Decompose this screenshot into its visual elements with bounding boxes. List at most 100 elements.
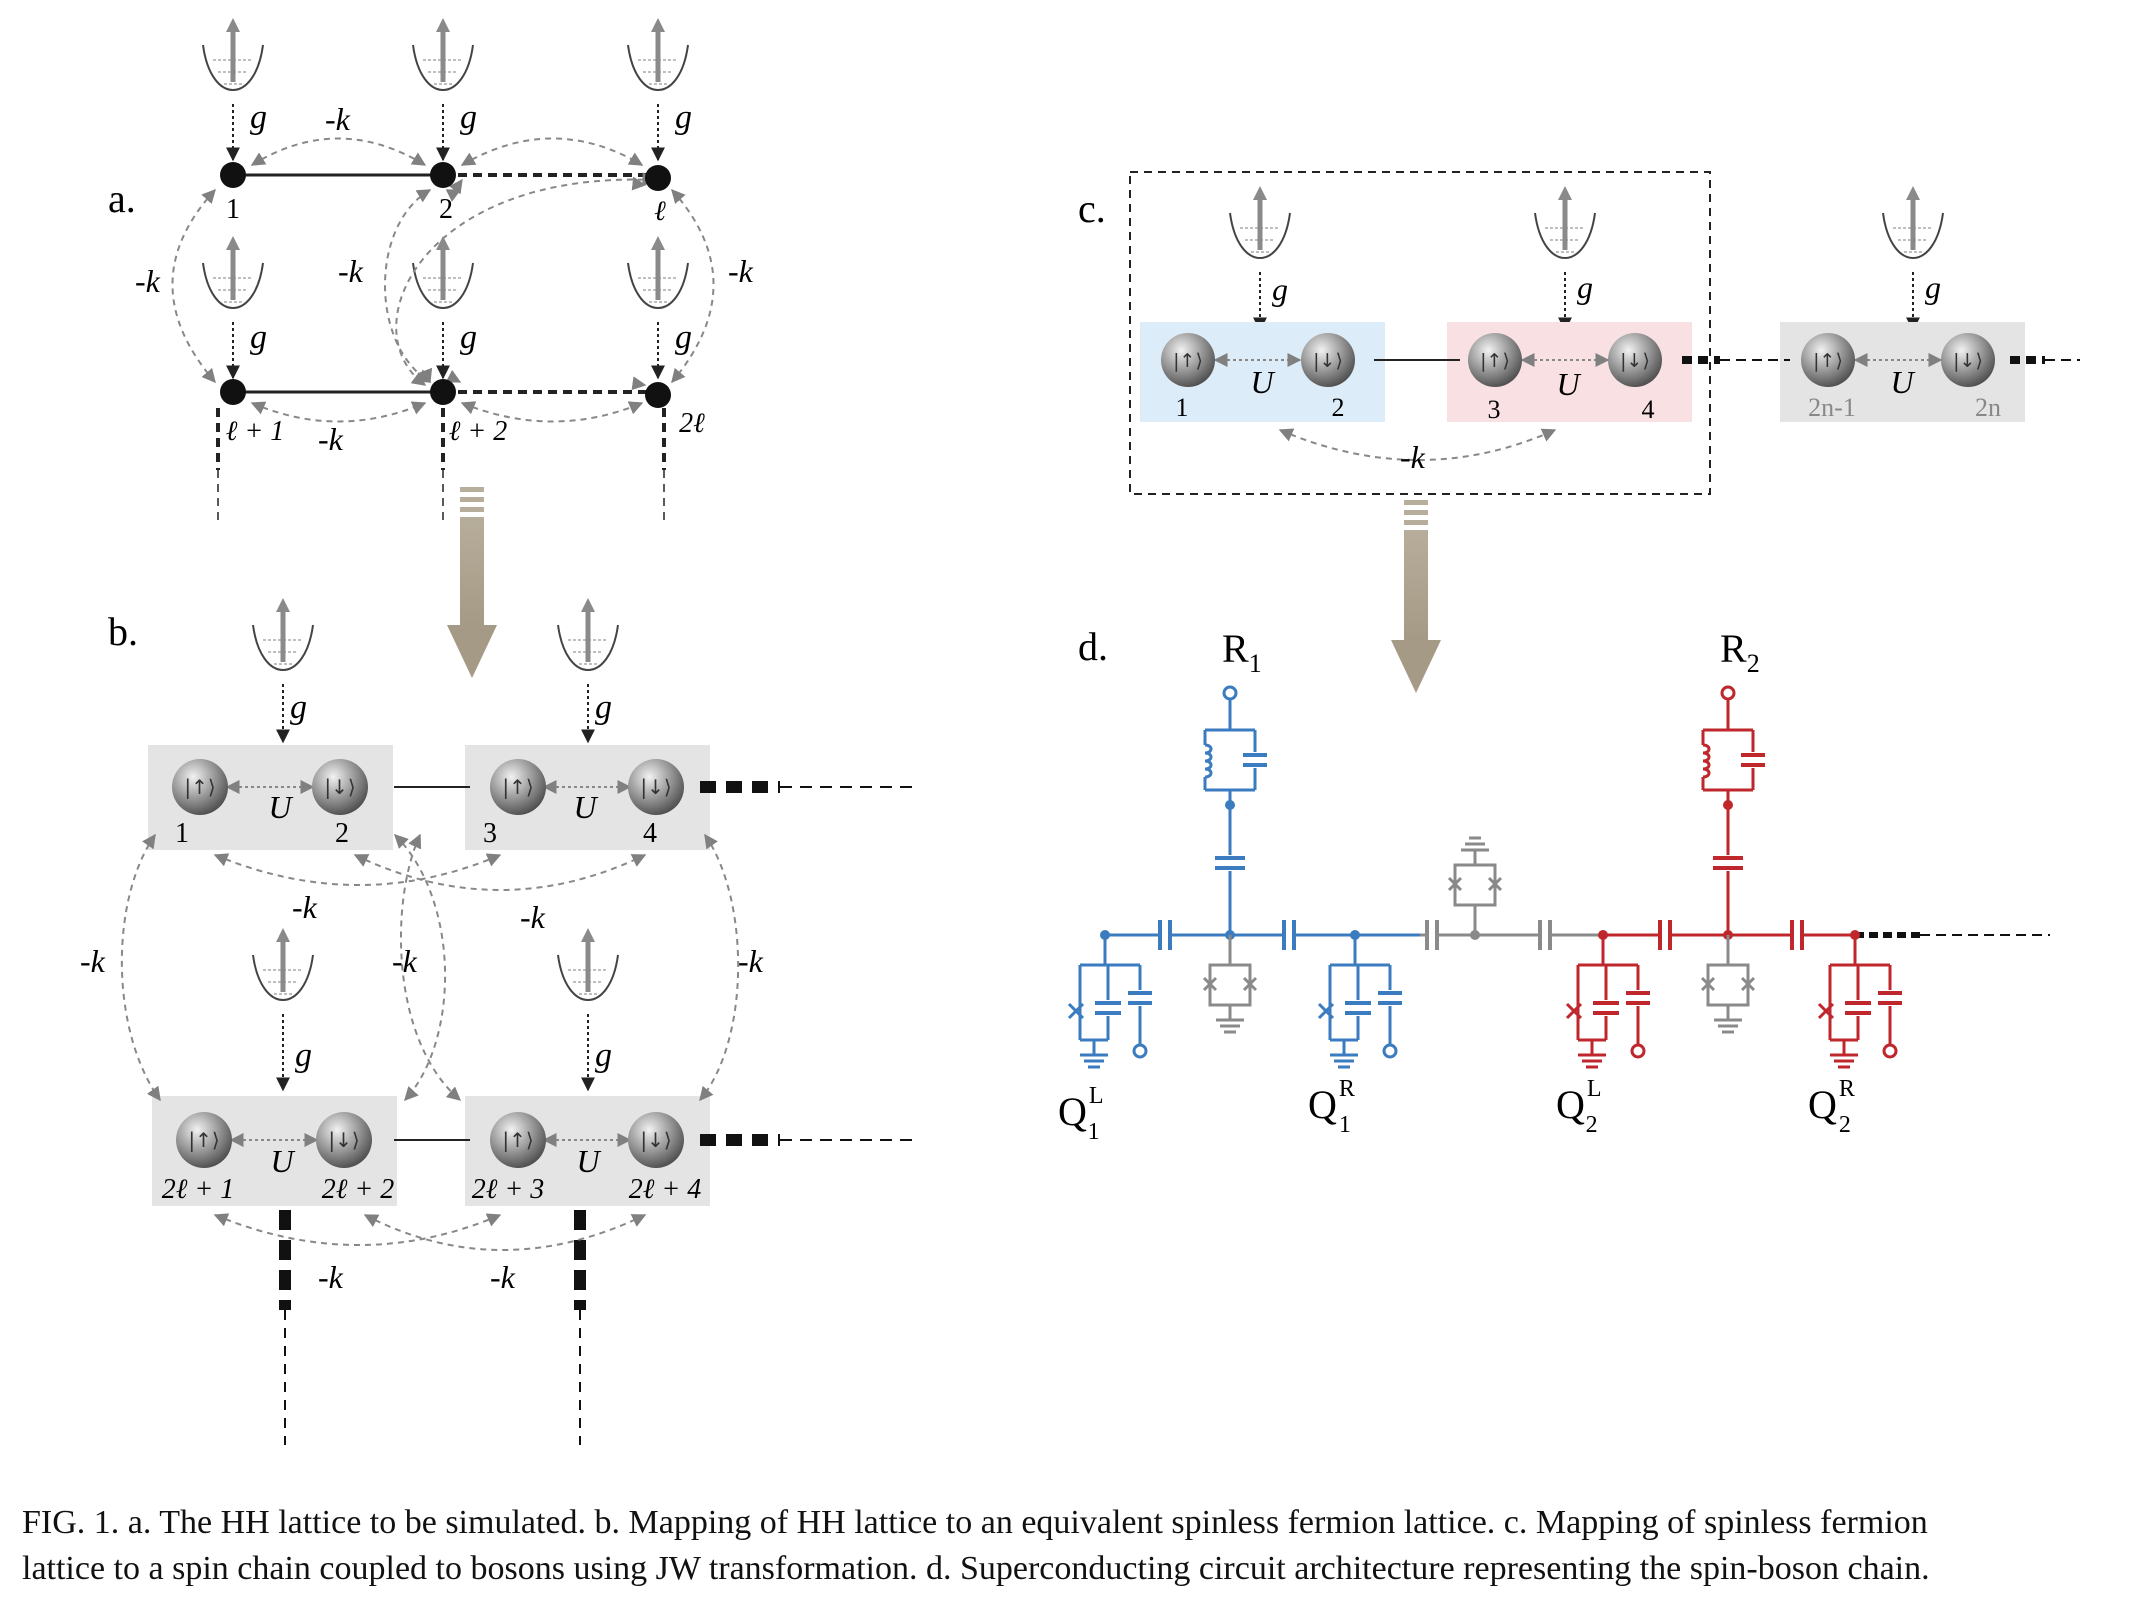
hopping-label: -k (520, 899, 546, 935)
resonator-r1-label: R1 (1222, 626, 1262, 678)
oscillator-icon (203, 236, 263, 308)
oscillator-icon (253, 598, 313, 670)
site-label: 2 (439, 194, 453, 225)
site-label: 2ℓ + 1 (162, 1174, 235, 1205)
spin-down-state: |↓⟩ (1620, 350, 1650, 372)
site-label: 2n-1 (1808, 393, 1856, 422)
oscillator-icon (413, 236, 473, 308)
oscillator-icon (253, 928, 313, 1000)
site-label: 3 (483, 818, 497, 849)
resonator-r2-label: R2 (1720, 626, 1760, 678)
interaction-label: U (1250, 364, 1275, 400)
panel-c: c. g g g (1078, 171, 2080, 495)
caption-line-2: lattice to a spin chain coupled to boson… (22, 1550, 1930, 1587)
site-label: ℓ + 2 (449, 416, 508, 447)
hopping-label: -k (318, 421, 344, 457)
interaction-label: U (268, 789, 293, 825)
hopping-label: -k (338, 253, 364, 289)
oscillator-icon (1230, 186, 1290, 258)
interaction-label: U (1556, 366, 1581, 402)
panel-d: d. (1058, 624, 2050, 1145)
spin-up-state: |↑⟩ (502, 1128, 533, 1152)
coupling-g-label: g (675, 319, 692, 356)
coupling-g-label: g (290, 689, 307, 726)
hopping-label: -k (80, 943, 106, 979)
coupling-g-label: g (460, 99, 477, 136)
spin-up-state: |↑⟩ (1813, 350, 1843, 372)
site-label: ℓ + 1 (226, 416, 285, 447)
spin-down-state: |↓⟩ (640, 775, 671, 799)
spin-sphere (172, 759, 684, 1168)
hopping-label: -k (318, 1259, 344, 1295)
hopping-label: -k (392, 943, 418, 979)
hopping-label: -k (135, 263, 161, 299)
coupling-g-label: g (595, 1037, 612, 1074)
oscillator-icon (558, 598, 618, 670)
oscillator-icon (628, 236, 688, 308)
oscillator-icon (203, 18, 263, 90)
mapping-arrow-cd (1391, 500, 1441, 693)
qubit-q1-left (1067, 935, 1152, 1069)
site-label: 1 (226, 194, 240, 225)
oscillator-icon (558, 928, 618, 1000)
panel-a: a. g g g g g g (108, 18, 754, 525)
panel-c-label: c. (1078, 186, 1106, 231)
mapping-arrow-ab (447, 487, 497, 678)
spin-up-state: |↑⟩ (1173, 350, 1203, 372)
qubit-q2-left (1565, 935, 1650, 1069)
site-label: 2ℓ + 4 (629, 1174, 702, 1205)
hopping-label: -k (490, 1259, 516, 1295)
resonator-r2 (1701, 685, 1765, 935)
coupling-g-label: g (1577, 269, 1593, 305)
site-label: 4 (1642, 395, 1655, 424)
coupling-g-label: g (295, 1037, 312, 1074)
oscillator-icon (1883, 186, 1943, 258)
qubit-q1-right (1317, 935, 1402, 1069)
panel-d-label: d. (1078, 624, 1108, 669)
hopping-label: -k (292, 889, 318, 925)
oscillator-icon (413, 18, 473, 90)
resonator-r1 (1203, 685, 1267, 935)
site-label: 2ℓ + 2 (322, 1174, 395, 1205)
spin-up-state: |↑⟩ (184, 775, 215, 799)
spin-down-state: |↓⟩ (328, 1128, 359, 1152)
spin-down-state: |↓⟩ (324, 775, 355, 799)
spin-down-state: |↓⟩ (1313, 350, 1343, 372)
spin-up-state: |↑⟩ (502, 775, 533, 799)
site-label: 4 (643, 818, 657, 849)
figure-1: a. g g g g g g (80, 0, 2080, 1445)
site-label: 2 (1332, 393, 1345, 422)
oscillator-icon (1535, 186, 1595, 258)
coupling-g-label: g (675, 99, 692, 136)
site-label: 1 (1176, 393, 1189, 422)
coupling-g-label: g (1272, 271, 1288, 307)
site-label: ℓ (654, 196, 666, 227)
interaction-label: U (270, 1143, 295, 1179)
coupling-g-label: g (250, 319, 267, 356)
coupling-g-label: g (250, 99, 267, 136)
interaction-label: U (1890, 364, 1915, 400)
hopping-label: -k (325, 101, 351, 137)
spin-down-state: |↓⟩ (1953, 350, 1983, 372)
spin-up-state: |↑⟩ (1480, 350, 1510, 372)
panel-b-label: b. (108, 609, 138, 654)
qubit-q2-right (1817, 935, 1902, 1069)
coupling-g-label: g (460, 319, 477, 356)
coupling-g-label: g (595, 689, 612, 726)
panel-b: b. g g g g (80, 598, 920, 1445)
site-label: 2 (335, 818, 349, 849)
oscillator-icon (628, 18, 688, 90)
hopping-label: -k (1400, 439, 1426, 475)
site-label: 1 (175, 818, 189, 849)
spin-down-state: |↓⟩ (640, 1128, 671, 1152)
interaction-label: U (576, 1143, 601, 1179)
spin-up-state: |↑⟩ (188, 1128, 219, 1152)
site-label: 2n (1975, 393, 2001, 422)
panel-a-label: a. (108, 176, 136, 221)
interaction-label: U (573, 789, 598, 825)
site-label: 3 (1488, 395, 1501, 424)
